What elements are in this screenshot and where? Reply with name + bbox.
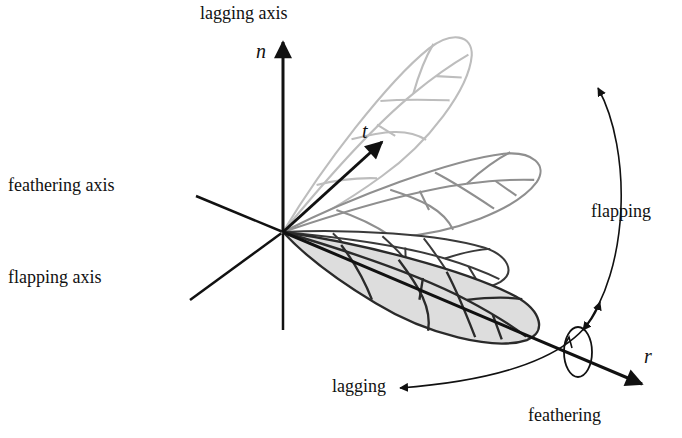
vector-label: n⃗ xyxy=(256,40,282,62)
flapping-axis-line xyxy=(190,232,283,300)
feathering-rotation xyxy=(564,327,592,377)
motion-label: flapping xyxy=(591,202,651,222)
axis-label: feathering axis xyxy=(8,176,114,196)
r-vector-arrow xyxy=(283,232,642,384)
vector-label: t⃗ xyxy=(362,120,383,142)
motion-label: feathering xyxy=(528,406,601,426)
vector-label: r⃗ xyxy=(644,345,667,367)
motion-label: lagging xyxy=(332,377,386,397)
axis-label: flapping axis xyxy=(8,268,101,288)
feathering-rotation-head xyxy=(564,337,572,348)
wing-position-4 xyxy=(269,205,547,369)
vertical-axis-line xyxy=(282,232,285,330)
lagging-arc xyxy=(400,302,600,388)
axis-label: lagging axis xyxy=(200,4,288,24)
n-vector-arrow xyxy=(282,42,285,232)
feathering-axis-line xyxy=(196,196,283,232)
t-vector-arrow xyxy=(283,142,382,232)
